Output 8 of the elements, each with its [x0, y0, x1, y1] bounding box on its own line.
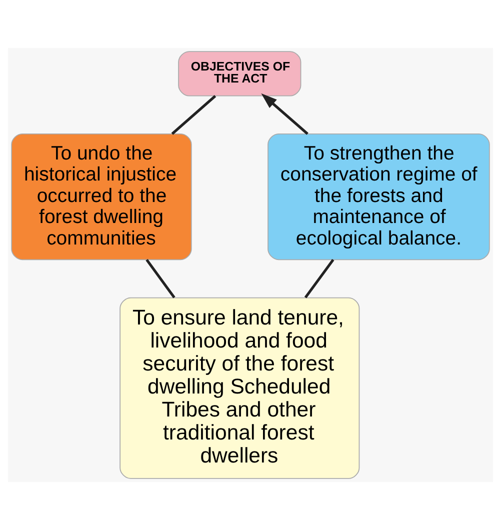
connector	[146, 258, 176, 298]
connector	[171, 94, 216, 134]
node-box: To undo the historical injustice occurred to the forest dwelling communities	[11, 132, 192, 260]
connector	[304, 258, 334, 298]
node-box: To strengthen the conservation regime of the forests and maintenance of ecological balance.	[268, 132, 490, 260]
node-box: OBJECTIVES OF THE ACT	[178, 50, 302, 96]
arrow	[261, 92, 308, 134]
node-box: To ensure land tenure, livelihood and food security of the forest dwelling Scheduled Tribes and other traditional forest dwellers	[120, 296, 360, 478]
